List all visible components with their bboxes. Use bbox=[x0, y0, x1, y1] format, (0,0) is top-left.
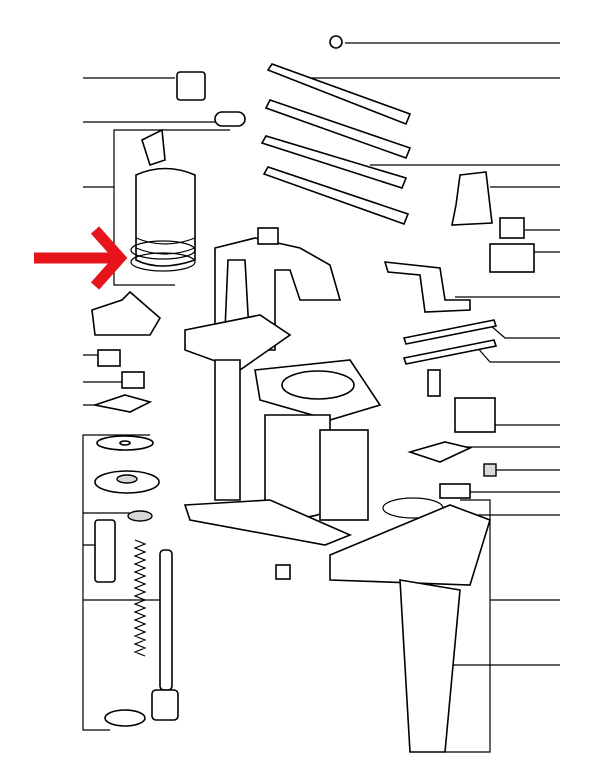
part-microswitch-b bbox=[121, 371, 145, 389]
part-clip bbox=[176, 71, 206, 101]
leader-lines-left bbox=[82, 77, 230, 731]
part-piston bbox=[94, 470, 160, 494]
part-shaft bbox=[151, 549, 179, 721]
part-seal bbox=[127, 510, 153, 522]
part-rods bbox=[260, 63, 412, 226]
part-connector-small bbox=[439, 483, 471, 499]
part-sensor-holder bbox=[489, 243, 535, 273]
part-spring bbox=[133, 539, 147, 657]
part-switch-lever bbox=[91, 394, 153, 413]
part-microswitch bbox=[499, 217, 525, 239]
part-bracket bbox=[427, 369, 441, 397]
part-heater-rods bbox=[402, 319, 498, 365]
part-microswitch-a bbox=[97, 349, 121, 367]
part-clamp bbox=[407, 441, 473, 463]
part-o-rings bbox=[130, 240, 196, 272]
part-sleeve bbox=[94, 519, 116, 583]
part-spring-small bbox=[483, 463, 497, 477]
part-switch-cover bbox=[451, 171, 493, 226]
part-valve-body bbox=[91, 290, 162, 336]
part-lever bbox=[383, 261, 471, 313]
part-main-body bbox=[183, 227, 382, 580]
part-valve bbox=[454, 397, 496, 433]
part-knob bbox=[329, 35, 343, 49]
part-disc bbox=[96, 435, 154, 451]
highlight-arrow bbox=[34, 226, 128, 290]
part-pump-cylinder bbox=[135, 128, 196, 267]
part-connector bbox=[214, 111, 246, 127]
part-drip-tray bbox=[329, 504, 491, 753]
part-base-cap bbox=[104, 709, 146, 727]
leader-lines-right bbox=[310, 42, 560, 753]
